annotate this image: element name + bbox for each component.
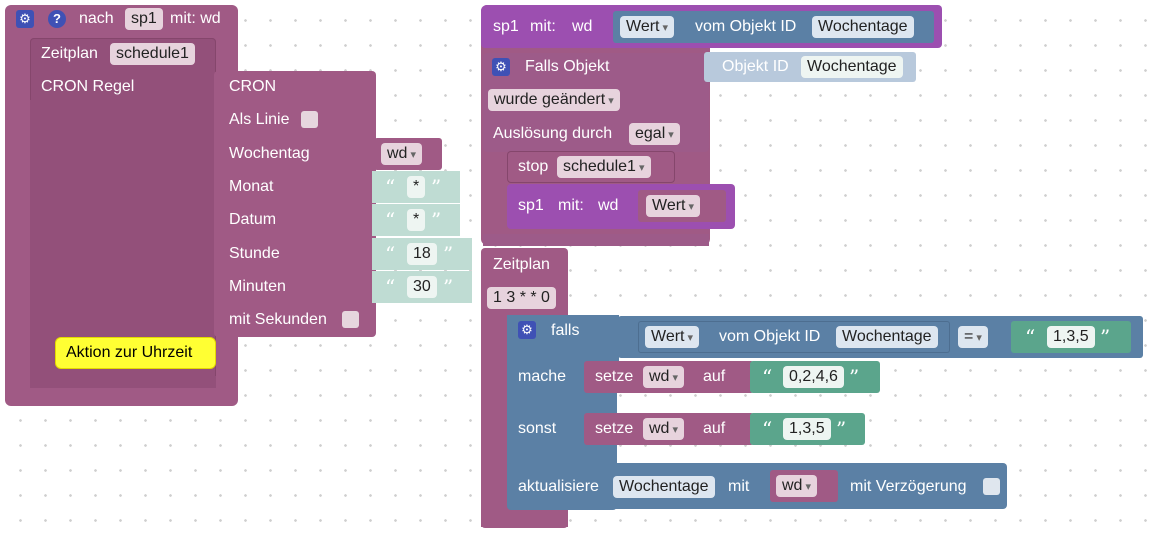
function-def-name: sp1: [493, 18, 519, 35]
schedule-right-label: Zeitplan: [493, 256, 550, 273]
close-quote-icon: ”: [849, 365, 860, 389]
do-set-to-label: auf: [703, 368, 726, 385]
seconds-label: mit Sekunden: [229, 311, 327, 328]
object-id-field[interactable]: Wochentage: [812, 16, 914, 38]
function-block-spine: [5, 32, 29, 392]
action-comment-block[interactable]: [55, 337, 216, 369]
weekday-variable-dropdown[interactable]: wd: [381, 143, 423, 165]
action-comment-text: Aktion zur Uhrzeit: [66, 344, 193, 361]
trigger-by-label: Auslösung durch: [493, 125, 613, 142]
month-label: Monat: [229, 178, 274, 195]
delay-label: mit Verzögerung: [850, 478, 967, 495]
else-set-var-dropdown[interactable]: wd: [643, 418, 685, 440]
close-quote-icon: ”: [1100, 325, 1111, 349]
help-icon[interactable]: ?: [48, 10, 66, 28]
cron-block[interactable]: [214, 71, 376, 337]
weekday-label: Wochentag: [229, 145, 310, 162]
open-quote-icon: “: [1025, 325, 1036, 349]
as-line-checkbox[interactable]: [301, 111, 318, 128]
function-suffix: mit: wd: [170, 10, 221, 27]
if-value-dropdown[interactable]: Wert: [645, 326, 700, 348]
of-object-label: vom Objekt ID: [695, 18, 797, 35]
call-param: wd: [598, 197, 619, 214]
gear-icon[interactable]: ⚙: [518, 321, 536, 339]
schedule-block[interactable]: [30, 38, 216, 388]
hour-value[interactable]: 18: [407, 243, 437, 265]
if-of-object-label: vom Objekt ID: [719, 328, 821, 345]
update-with-label: mit: [728, 478, 750, 495]
trigger-footer: [483, 234, 709, 246]
call-mit: mit:: [558, 197, 584, 214]
stop-label: stop: [518, 158, 549, 175]
close-quote-icon: ”: [431, 208, 442, 232]
hour-label: Stunde: [229, 245, 280, 262]
function-def-mit: mit:: [530, 18, 556, 35]
trigger-object-field[interactable]: Wochentage: [801, 56, 903, 78]
schedule-right-footer: [481, 515, 568, 527]
minutes-label: Minuten: [229, 278, 286, 295]
call-name: sp1: [518, 197, 544, 214]
as-line-label: Als Linie: [229, 111, 290, 128]
call-value-dropdown[interactable]: Wert: [646, 195, 701, 217]
gear-icon[interactable]: ⚙: [492, 58, 510, 76]
function-name-field[interactable]: sp1: [125, 8, 163, 30]
else-set-to-label: auf: [703, 420, 726, 437]
else-set-value[interactable]: 1,3,5: [783, 418, 831, 440]
schedule-cron-field[interactable]: 1 3 * * 0: [487, 287, 556, 309]
if-label: falls: [551, 322, 580, 339]
if-object-field[interactable]: Wochentage: [836, 326, 938, 348]
compare-value[interactable]: 1,3,5: [1047, 326, 1095, 348]
open-quote-icon: “: [762, 365, 773, 389]
cron-rule-label: CRON Regel: [41, 78, 135, 95]
month-value[interactable]: *: [407, 176, 426, 198]
function-def-param: wd: [572, 18, 593, 35]
date-value[interactable]: *: [407, 209, 426, 231]
cron-title: CRON: [229, 78, 277, 95]
schedule-label: Zeitplan: [41, 45, 98, 62]
open-quote-icon: “: [385, 208, 396, 232]
operator-dropdown[interactable]: =: [958, 326, 988, 348]
do-set-value[interactable]: 0,2,4,6: [783, 366, 844, 388]
do-label: mache: [518, 368, 567, 385]
minutes-value[interactable]: 30: [407, 276, 437, 298]
else-set-label: setze: [595, 420, 634, 437]
schedule-spine: [30, 100, 52, 380]
trigger-label: Falls Objekt: [525, 58, 610, 75]
date-label: Datum: [229, 211, 277, 228]
close-quote-icon: ”: [443, 275, 454, 299]
close-quote-icon: ”: [431, 175, 442, 199]
stop-schedule-dropdown[interactable]: schedule1: [557, 156, 651, 178]
do-set-label: setze: [595, 368, 634, 385]
trigger-by-dropdown[interactable]: egal: [629, 123, 680, 145]
condition-dropdown[interactable]: wurde geändert: [488, 89, 620, 111]
seconds-checkbox[interactable]: [342, 311, 359, 328]
schedule-name-field[interactable]: schedule1: [110, 43, 195, 65]
close-quote-icon: ”: [836, 417, 847, 441]
function-prefix: nach: [79, 10, 114, 27]
close-quote-icon: ”: [443, 242, 454, 266]
else-label: sonst: [518, 420, 557, 437]
do-set-var-dropdown[interactable]: wd: [643, 366, 685, 388]
update-label: aktualisiere: [518, 478, 599, 495]
update-var-dropdown[interactable]: wd: [776, 475, 818, 497]
open-quote-icon: “: [385, 275, 396, 299]
open-quote-icon: “: [385, 242, 396, 266]
trigger-object-label: Objekt ID: [722, 58, 789, 75]
open-quote-icon: “: [385, 175, 396, 199]
open-quote-icon: “: [762, 417, 773, 441]
delay-checkbox[interactable]: [983, 478, 1000, 495]
value-field-dropdown[interactable]: Wert: [620, 16, 675, 38]
update-block[interactable]: [507, 463, 1007, 509]
schedule-footer: [30, 376, 216, 388]
gear-icon[interactable]: ⚙: [16, 10, 34, 28]
update-object-field[interactable]: Wochentage: [613, 476, 715, 498]
